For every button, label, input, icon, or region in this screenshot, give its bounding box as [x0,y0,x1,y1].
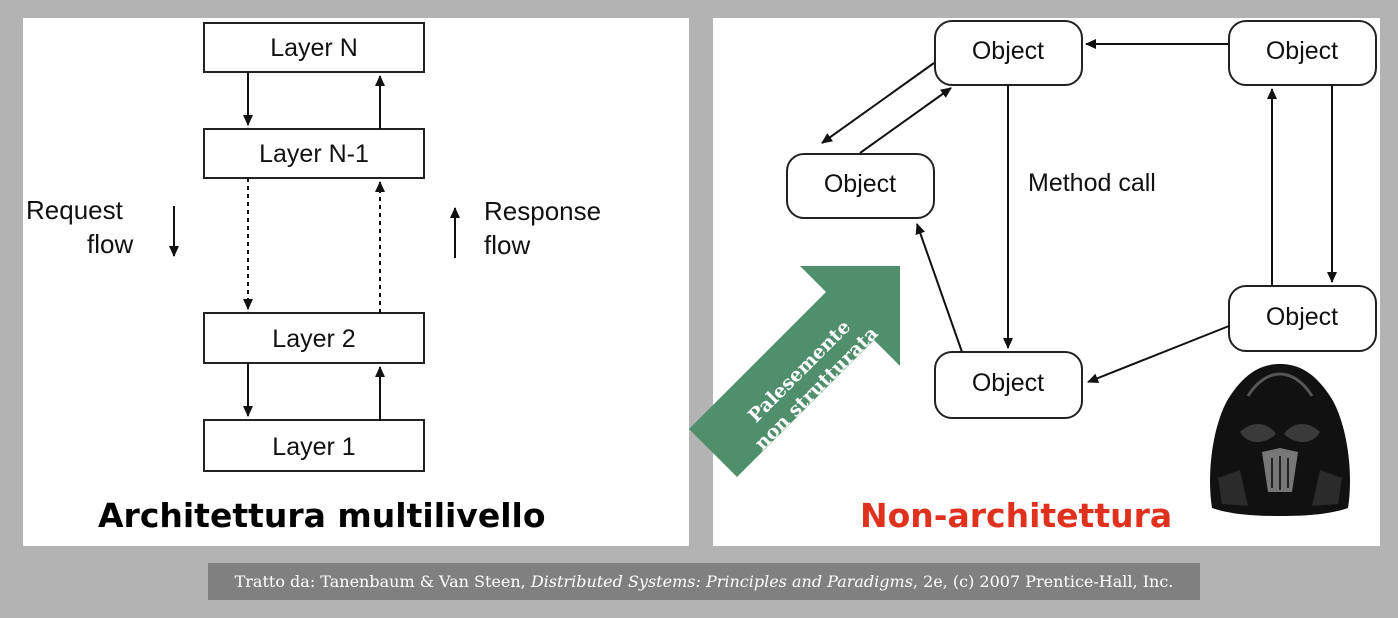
object-left-label: Object [824,170,896,198]
object-top-center-label: Object [972,37,1044,65]
banner-arrow-shape [689,266,900,477]
response-flow-line2: flow [484,230,530,260]
non-architecture-caption: Non-architettura [860,496,1173,535]
credit-bar: Tratto da: Tanenbaum & Van Steen, Distri… [208,563,1200,600]
arrow-left-to-tc [859,87,952,154]
object-left [786,153,935,219]
layer-2-box [203,312,425,364]
object-graph: Object Object Object Object Object Metho… [786,20,1377,419]
layer-n-label: Layer N [270,34,358,62]
layer-n-box [203,22,425,73]
object-top-right-label: Object [1266,37,1338,65]
object-top-right [1228,20,1377,86]
arrow-bc-to-left [915,223,963,353]
arrow-tc-to-left [821,62,935,144]
layer-1-box [203,419,425,472]
object-bottom-right [1228,285,1377,352]
layered-caption: Architettura multilivello [98,496,546,535]
layer-1-label: Layer 1 [272,433,355,461]
request-flow-line2: flow [87,229,133,259]
credit-suffix: , 2e, (c) 2007 Prentice-Hall, Inc. [912,572,1174,591]
layer-n-1-label: Layer N-1 [259,140,369,168]
response-flow: Response flow [450,196,601,260]
object-bottom-center [934,351,1083,419]
credit-title: Distributed Systems: Principles and Para… [530,572,913,591]
object-bottom-center-label: Object [972,369,1044,397]
request-flow: Request flow [26,195,179,259]
method-call-label: Method call [1028,169,1156,197]
layer-2-label: Layer 2 [272,325,355,353]
layer-stack: Layer N Layer N-1 Layer 2 Layer 1 [203,22,425,472]
response-flow-line1: Response [484,196,601,226]
arrow-br-to-bc [1087,325,1230,383]
darth-vader-helmet-icon [1210,364,1350,516]
layer-n-1-box [203,128,425,179]
object-bottom-right-label: Object [1266,303,1338,331]
request-flow-line1: Request [26,195,124,225]
unstructured-banner: Palesemente non strutturata [689,266,900,477]
credit-prefix: Tratto da: Tanenbaum & Van Steen, [234,572,531,591]
